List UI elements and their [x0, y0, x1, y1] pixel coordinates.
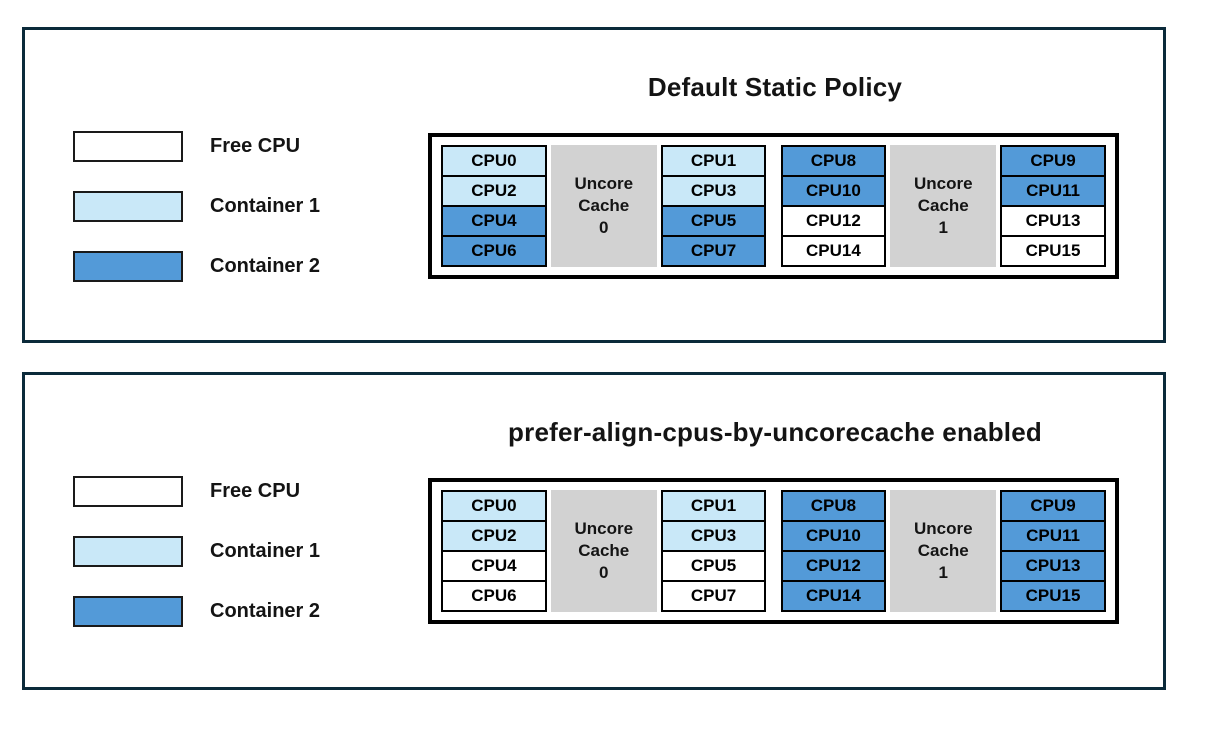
- cpu-cell-cpu14: CPU14: [780, 235, 887, 267]
- cpu-cell-cpu12: CPU12: [780, 550, 887, 582]
- cpu-cell-cpu8: CPU8: [780, 145, 887, 177]
- cpu-cell-cpu4: CPU4: [441, 550, 547, 582]
- cache-label-line: Uncore: [574, 519, 634, 538]
- cache-label-line: Uncore: [913, 174, 973, 193]
- cpu-cell-cpu14: CPU14: [780, 580, 887, 612]
- legend-item-container2: Container 2: [73, 596, 320, 627]
- legend-item-container1: Container 1: [73, 536, 320, 567]
- cpu-cell-cpu7: CPU7: [660, 580, 767, 612]
- cpu-cell-cpu11: CPU11: [1000, 520, 1106, 552]
- cache-label-line: Cache: [917, 196, 969, 215]
- cache-label-line: Cache: [578, 541, 630, 560]
- legend-label: Container 1: [210, 540, 321, 562]
- legend-item-container2: Container 2: [73, 251, 320, 282]
- cpu-cell-cpu3: CPU3: [660, 520, 767, 552]
- cpu-cell-cpu11: CPU11: [1000, 175, 1106, 207]
- legend-label: Container 2: [210, 600, 321, 622]
- cache-label-line: 0: [599, 218, 609, 237]
- cpu-cell-cpu7: CPU7: [660, 235, 767, 267]
- cpu-cell-cpu15: CPU15: [1000, 580, 1106, 612]
- legend: Free CPU Container 1 Container 2: [73, 476, 320, 627]
- cpu-cell-cpu9: CPU9: [1000, 490, 1106, 522]
- cpu-cell-cpu0: CPU0: [441, 145, 547, 177]
- cpu-cell-cpu12: CPU12: [780, 205, 887, 237]
- cpu-cell-cpu0: CPU0: [441, 490, 547, 522]
- cpu-cell-cpu10: CPU10: [780, 520, 887, 552]
- legend-swatch-free: [73, 476, 183, 507]
- cache-label-line: 1: [938, 218, 948, 237]
- legend-swatch-container1: [73, 536, 183, 567]
- legend-swatch-container2: [73, 596, 183, 627]
- cpu-cell-cpu6: CPU6: [441, 580, 547, 612]
- cpu-cell-cpu9: CPU9: [1000, 145, 1106, 177]
- cpu-cell-cpu13: CPU13: [1000, 550, 1106, 582]
- cache-label-line: Uncore: [574, 174, 634, 193]
- panel-title: prefer-align-cpus-by-uncorecache enabled: [508, 417, 1042, 447]
- cpu-cell-cpu13: CPU13: [1000, 205, 1106, 237]
- legend-label: Container 1: [210, 195, 321, 217]
- legend-swatch-container2: [73, 251, 183, 282]
- cpu-cell-cpu8: CPU8: [780, 490, 887, 522]
- panel-title: Default Static Policy: [647, 72, 903, 102]
- legend-swatch-free: [73, 131, 183, 162]
- cache-label-line: 0: [599, 563, 609, 582]
- cpu-cell-cpu3: CPU3: [660, 175, 767, 207]
- legend-label: Free CPU: [210, 480, 301, 502]
- cpu-cell-cpu6: CPU6: [441, 235, 547, 267]
- cache-label-line: 1: [938, 563, 948, 582]
- legend-item-free: Free CPU: [73, 476, 320, 507]
- panel-default-static-policy: Default Static Policy Free CPU Container …: [22, 27, 1166, 343]
- cache-label-line: Cache: [578, 196, 630, 215]
- legend-label: Free CPU: [210, 135, 301, 157]
- panel-prefer-align-cpus-by-uncorecache: prefer-align-cpus-by-uncorecache enabled…: [22, 372, 1166, 690]
- cpu-cell-cpu5: CPU5: [660, 550, 767, 582]
- cpu-cell-cpu5: CPU5: [660, 205, 767, 237]
- cpu-cell-cpu1: CPU1: [660, 145, 767, 177]
- legend-item-container1: Container 1: [73, 191, 320, 222]
- cpu-cell-cpu10: CPU10: [780, 175, 887, 207]
- cpu-cell-cpu1: CPU1: [660, 490, 767, 522]
- legend-label: Container 2: [210, 255, 321, 277]
- cpu-cell-cpu2: CPU2: [441, 175, 547, 207]
- cpu-cell-cpu2: CPU2: [441, 520, 547, 552]
- legend: Free CPU Container 1 Container 2: [73, 131, 320, 282]
- cache-label-line: Uncore: [913, 519, 973, 538]
- legend-item-free: Free CPU: [73, 131, 320, 162]
- cache-label-line: Cache: [917, 541, 969, 560]
- legend-swatch-container1: [73, 191, 183, 222]
- cpu-cell-cpu15: CPU15: [1000, 235, 1106, 267]
- cpu-cell-cpu4: CPU4: [441, 205, 547, 237]
